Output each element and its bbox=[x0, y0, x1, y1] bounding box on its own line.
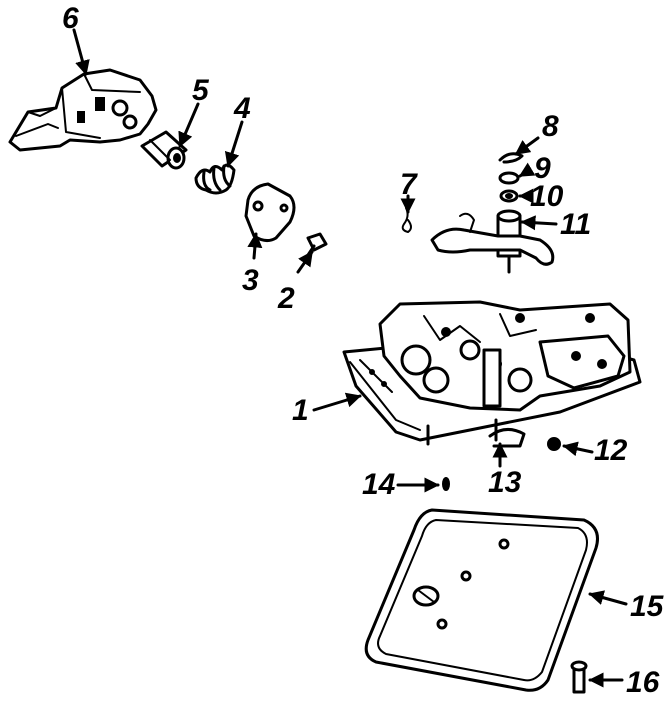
leader-12 bbox=[562, 441, 594, 457]
callout-12: 12 bbox=[594, 434, 628, 467]
leader-lines bbox=[72, 28, 628, 688]
leader-9 bbox=[518, 162, 536, 178]
leader-1 bbox=[312, 392, 362, 412]
part-3-cover-plate bbox=[244, 182, 296, 243]
callout-11: 11 bbox=[560, 208, 591, 241]
part-13-detent bbox=[488, 418, 526, 448]
callout-6: 6 bbox=[62, 2, 79, 35]
part-6-valve-body-section bbox=[8, 68, 158, 152]
part-10-washer bbox=[499, 189, 519, 203]
callout-4: 4 bbox=[233, 92, 251, 125]
callout-15: 15 bbox=[630, 590, 665, 623]
leader-15 bbox=[588, 590, 628, 606]
leader-11 bbox=[520, 215, 558, 231]
part-9-washer bbox=[498, 171, 520, 185]
leader-5 bbox=[178, 102, 200, 148]
callout-9: 9 bbox=[534, 152, 551, 185]
callout-14: 14 bbox=[362, 468, 396, 501]
leader-4 bbox=[224, 120, 244, 168]
part-5-plunger bbox=[140, 130, 188, 170]
part-2-bolt bbox=[304, 232, 328, 260]
leader-8 bbox=[514, 136, 540, 156]
part-11-lever-assembly bbox=[430, 209, 555, 274]
callout-2: 2 bbox=[277, 282, 295, 315]
callout-3: 3 bbox=[242, 264, 259, 297]
part-4-spring bbox=[194, 163, 236, 195]
callout-1: 1 bbox=[292, 394, 309, 427]
part-1-valve-body bbox=[342, 300, 642, 446]
callout-5: 5 bbox=[192, 74, 210, 107]
callout-labels: 1 2 3 4 5 6 7 8 9 10 11 12 13 14 15 16 bbox=[62, 2, 665, 699]
part-12-plug bbox=[547, 437, 561, 451]
part-14-pin bbox=[442, 477, 450, 491]
callout-10: 10 bbox=[530, 180, 564, 213]
leader-6 bbox=[72, 28, 90, 76]
part-7-clip bbox=[401, 207, 412, 233]
callout-16: 16 bbox=[626, 666, 660, 699]
leader-2 bbox=[296, 250, 314, 274]
part-16-bolt bbox=[570, 660, 588, 694]
callout-8: 8 bbox=[542, 110, 559, 143]
callout-7: 7 bbox=[400, 168, 418, 201]
leader-3 bbox=[247, 232, 263, 260]
callout-13: 13 bbox=[488, 466, 522, 499]
part-8-retaining-ring bbox=[498, 152, 524, 164]
part-15-filter bbox=[364, 508, 599, 692]
